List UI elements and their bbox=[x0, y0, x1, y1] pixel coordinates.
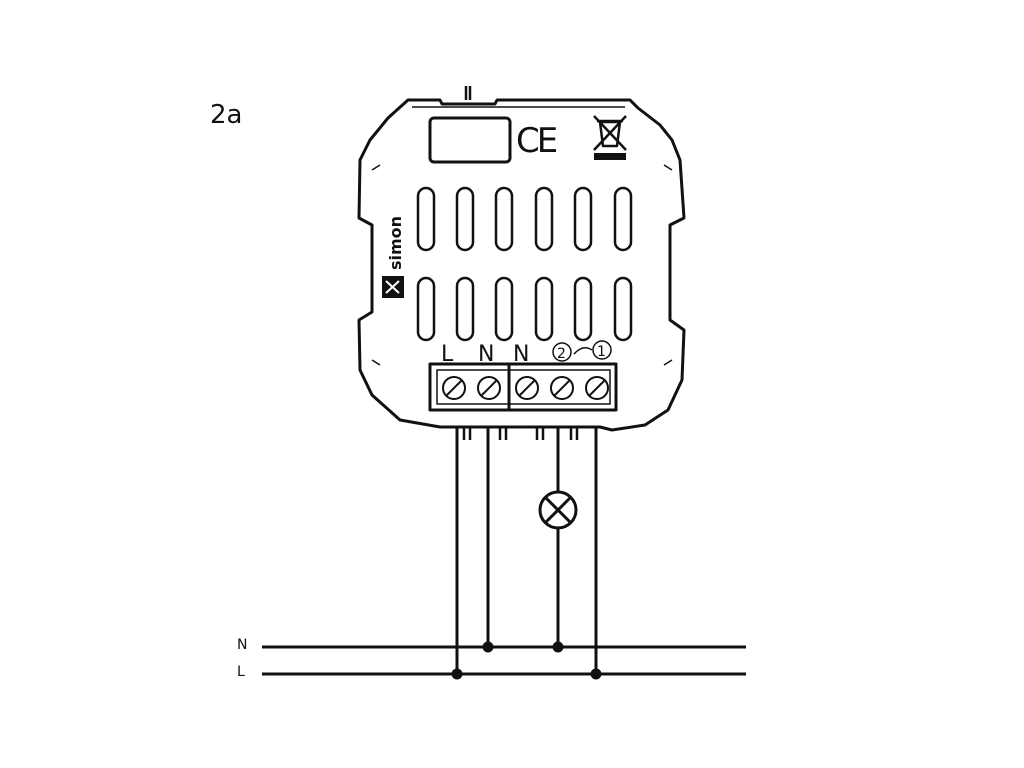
lamp-icon bbox=[538, 490, 578, 530]
terminal-label-N1: N bbox=[478, 342, 494, 367]
switch-module: CE simon bbox=[357, 86, 686, 440]
output-1-label: 1 bbox=[597, 344, 606, 360]
neutral-bus-label: N bbox=[237, 637, 248, 653]
ce-mark: CE bbox=[516, 121, 557, 161]
terminal-label-L: L bbox=[441, 342, 454, 367]
antenna bbox=[464, 86, 472, 100]
terminal-pins bbox=[462, 427, 579, 440]
junction-dots bbox=[451, 641, 602, 680]
junction-dot bbox=[482, 641, 494, 653]
output-link bbox=[573, 347, 593, 355]
module-inner-edge bbox=[371, 106, 673, 366]
supply-lines bbox=[262, 645, 746, 676]
brand-logo: simon bbox=[382, 216, 405, 298]
junction-dot bbox=[552, 641, 564, 653]
terminal-block bbox=[428, 362, 618, 412]
vent-slots bbox=[416, 186, 633, 342]
junction-dot bbox=[451, 668, 463, 680]
live-bus-label: L bbox=[237, 664, 245, 680]
junction-dot bbox=[590, 668, 602, 680]
output-2-marker: 2 bbox=[552, 342, 572, 362]
brand-name: simon bbox=[386, 216, 405, 270]
wiring bbox=[455, 427, 598, 674]
label-window bbox=[428, 116, 512, 164]
weee-bin-icon bbox=[593, 115, 627, 160]
module-outline bbox=[357, 98, 686, 432]
output-2-label: 2 bbox=[557, 346, 566, 362]
output-1-marker: 1 bbox=[592, 340, 612, 360]
terminal-label-N2: N bbox=[513, 342, 529, 367]
figure-label: 2a bbox=[210, 100, 243, 130]
